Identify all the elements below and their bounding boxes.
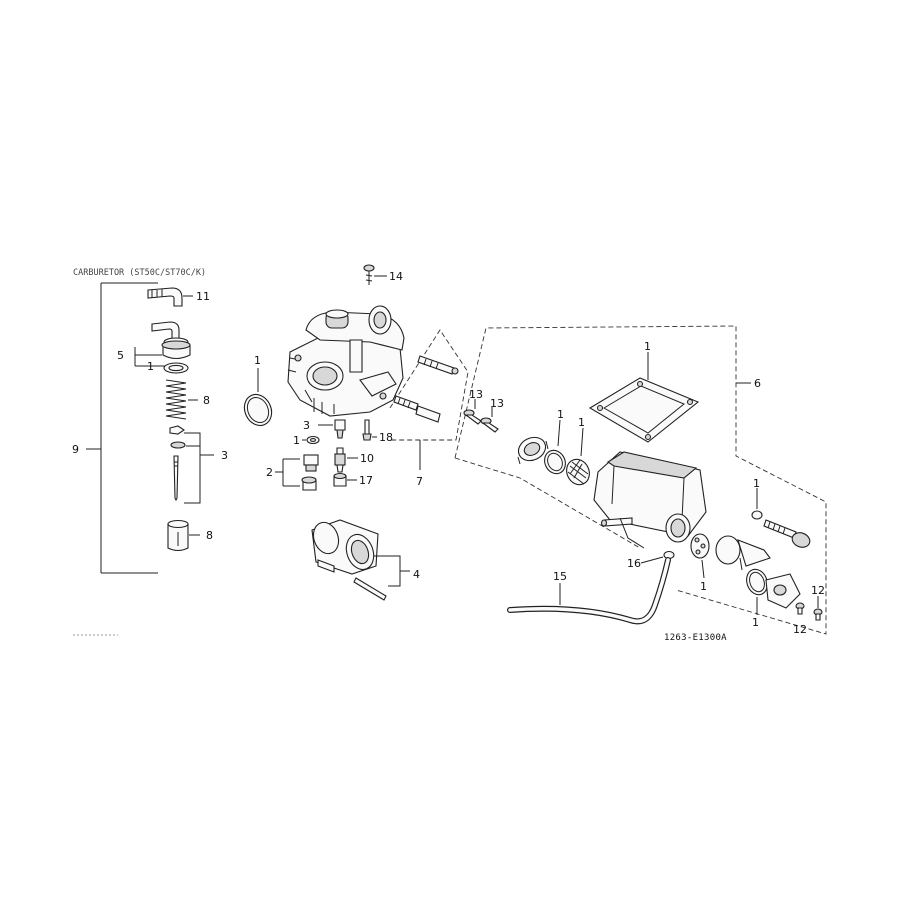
screw-12b-part: [813, 608, 823, 621]
float-part: [311, 519, 379, 575]
float-arm-pin-part: [353, 577, 387, 601]
callout-2: 2: [266, 466, 273, 479]
vent-elbow-tube-part: [147, 287, 183, 307]
callout-1a: 1: [147, 360, 154, 373]
drain-screw-part: [333, 472, 347, 487]
diagram-code: 1263-E1300A: [664, 633, 727, 643]
callout-1h: 1: [700, 580, 707, 593]
callout-1i: 1: [752, 616, 759, 629]
callout-9: 9: [72, 443, 79, 456]
callout-7: 7: [416, 475, 423, 488]
throttle-spring-part: [165, 379, 187, 420]
choke-valve-part: [690, 533, 710, 559]
group-6-outline: [454, 325, 827, 635]
screw-13b-part: [480, 417, 499, 433]
screw-13a-part: [463, 409, 482, 425]
main-jet-part: [334, 419, 346, 439]
callout-5: 5: [117, 349, 124, 362]
air-cleaner-gasket-part: [588, 377, 700, 443]
cover-o-ring-part: [544, 449, 566, 475]
callout-1g: 1: [753, 477, 760, 490]
float-pin-part: [362, 419, 372, 441]
callout-1e: 1: [557, 408, 564, 421]
throttle-stop-screw-part: [393, 395, 441, 423]
callout-13a: 13: [469, 388, 483, 401]
callout-15: 15: [553, 570, 567, 583]
throttle-valve-part: [167, 519, 189, 552]
callout-12b: 12: [793, 623, 807, 636]
screw-12a-part: [795, 602, 805, 615]
drain-tube-part: [507, 557, 671, 625]
callout-1c: 1: [293, 434, 300, 447]
callout-14: 14: [389, 270, 403, 283]
choke-lever-part: [715, 535, 771, 571]
callout-4: 4: [413, 568, 420, 581]
callout-18: 18: [379, 431, 393, 444]
assembly-9-bracket: [86, 282, 158, 574]
callout-16: 16: [627, 557, 641, 570]
large-o-ring-part: [243, 393, 273, 427]
carburetor-body-part: [287, 305, 405, 417]
air-cleaner-case-part: [593, 451, 707, 549]
washer-part: [306, 435, 320, 445]
callout-8a: 8: [203, 394, 210, 407]
needle-jet-holder-part: [301, 454, 319, 491]
jet-needle-set-part: [169, 425, 186, 502]
callout-12a: 12: [811, 584, 825, 597]
callout-1d: 1: [644, 340, 651, 353]
callout-10: 10: [360, 452, 374, 465]
carburetor-top-part: [151, 321, 191, 360]
callout-3b: 3: [303, 419, 310, 432]
idle-screw-part: [417, 355, 459, 375]
choke-gasket-part: [746, 568, 768, 596]
callout-13b: 13: [490, 397, 504, 410]
callout-8b: 8: [206, 529, 213, 542]
callout-17: 17: [359, 474, 373, 487]
cover-plate-part: [517, 436, 549, 465]
float-valve-part: [334, 447, 346, 473]
group-7-dashed-outline: [389, 329, 469, 470]
callout-11: 11: [196, 290, 210, 303]
clip-part: [751, 510, 763, 520]
callout-6: 6: [754, 377, 761, 390]
callout-1f: 1: [578, 416, 585, 429]
callout-3a: 3: [221, 449, 228, 462]
choke-rod-part: [763, 519, 811, 548]
o-ring-part: [163, 362, 189, 374]
diagram-title: CARBURETOR (ST50C/ST70C/K): [73, 268, 206, 278]
choke-cover-plate-part: [765, 573, 801, 609]
screw-14-part: [363, 264, 375, 285]
filter-screen-part: [566, 458, 590, 486]
callout-1b: 1: [254, 354, 261, 367]
